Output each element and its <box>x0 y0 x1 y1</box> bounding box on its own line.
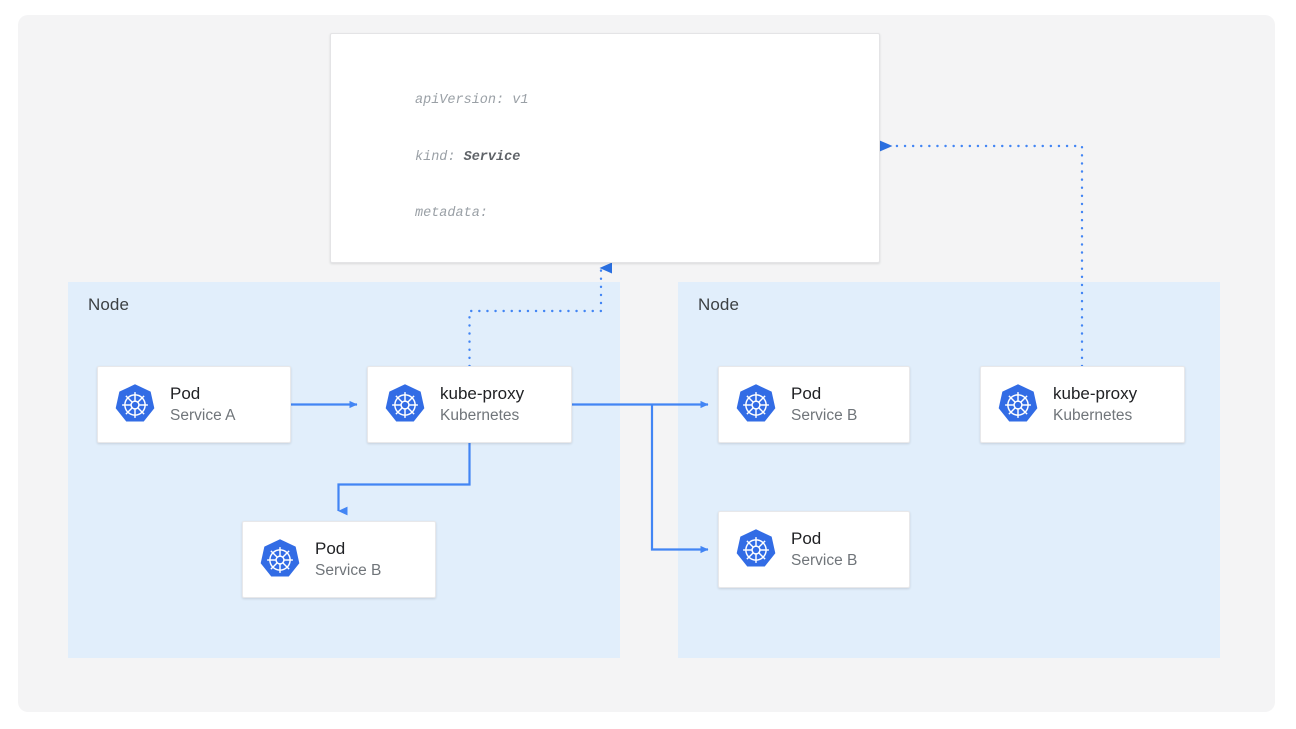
yaml-line: apiVersion: v1 <box>415 92 529 108</box>
kubernetes-logo-icon <box>995 382 1041 428</box>
card-kube-proxy-left[interactable]: kube-proxy Kubernetes <box>367 366 572 443</box>
card-text: kube-proxy Kubernetes <box>440 383 524 426</box>
kubernetes-logo-icon <box>112 382 158 428</box>
card-title: Pod <box>791 529 822 548</box>
service-spec-card: apiVersion: v1 kind: Service metadata: n… <box>330 33 880 263</box>
card-title: kube-proxy <box>1053 384 1138 403</box>
node-label-right: Node <box>698 295 740 314</box>
card-text: Pod Service B <box>791 383 857 426</box>
kubernetes-logo-icon <box>257 537 303 583</box>
card-pod-service-a[interactable]: Pod Service A <box>97 366 291 443</box>
card-pod-service-b-remote-1[interactable]: Pod Service B <box>718 366 910 443</box>
service-spec-yaml: apiVersion: v1 kind: Service metadata: n… <box>415 54 747 263</box>
kubernetes-logo-icon <box>733 382 779 428</box>
card-subtitle: Service B <box>791 552 858 569</box>
card-subtitle: Kubernetes <box>440 407 520 424</box>
node-container-right: Node <box>678 282 1220 658</box>
kubernetes-logo-icon <box>382 382 428 428</box>
card-text: Pod Service B <box>315 538 381 581</box>
card-subtitle: Service A <box>170 407 236 424</box>
node-label-left: Node <box>88 295 130 314</box>
card-title: Pod <box>315 539 346 558</box>
card-text: Pod Service A <box>170 383 235 426</box>
card-subtitle: Service B <box>791 407 858 424</box>
node-container-left: Node <box>68 282 620 658</box>
yaml-line: name: my-service <box>415 262 747 263</box>
card-text: Pod Service B <box>791 528 857 571</box>
yaml-line: kind: Service <box>415 149 747 168</box>
card-pod-service-b-local[interactable]: Pod Service B <box>242 521 436 598</box>
card-subtitle: Kubernetes <box>1053 407 1133 424</box>
yaml-key: kind: <box>415 149 464 165</box>
yaml-value-emphasis: Service <box>463 149 521 165</box>
card-subtitle: Service B <box>315 562 382 579</box>
card-title: Pod <box>170 384 201 403</box>
card-pod-service-b-remote-2[interactable]: Pod Service B <box>718 511 910 588</box>
yaml-line: metadata: <box>415 206 488 222</box>
card-text: kube-proxy Kubernetes <box>1053 383 1137 426</box>
card-title: Pod <box>791 384 822 403</box>
card-title: kube-proxy <box>440 384 525 403</box>
card-kube-proxy-right[interactable]: kube-proxy Kubernetes <box>980 366 1185 443</box>
kubernetes-logo-icon <box>733 527 779 573</box>
